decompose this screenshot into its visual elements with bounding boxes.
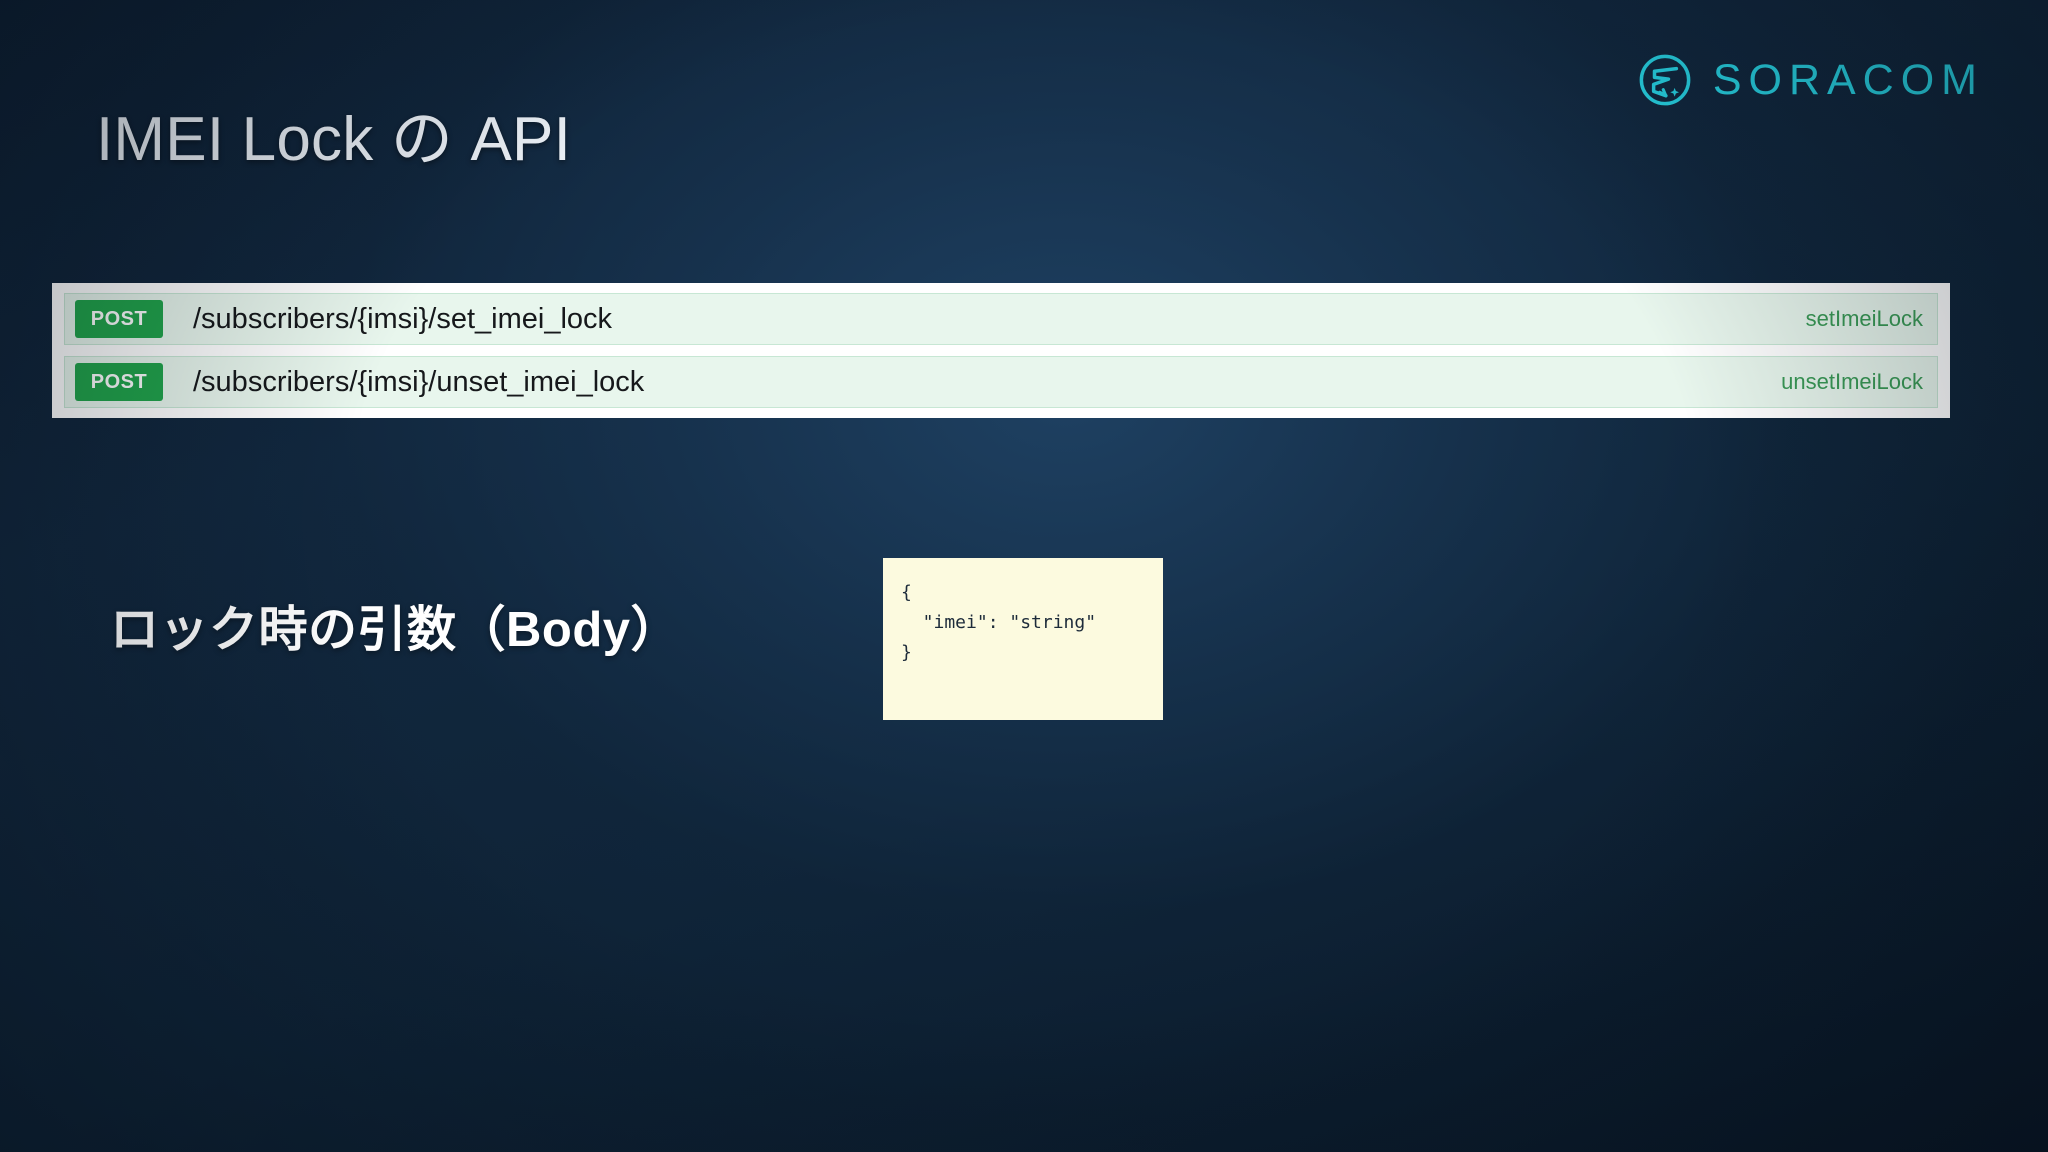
brand-logo: SORACOM xyxy=(1637,52,1984,108)
api-operation-id: setImeiLock xyxy=(1805,306,1923,331)
api-path-label: /subscribers/{imsi}/set_imei_lock xyxy=(193,302,613,335)
soracom-logo-icon xyxy=(1639,54,1691,106)
body-section-label: ロック時の引数（Body） xyxy=(110,603,681,657)
api-endpoint-row[interactable]: POST /subscribers/{imsi}/set_imei_lock s… xyxy=(64,293,1938,345)
http-method-badge: POST xyxy=(75,300,163,338)
api-path-label: /subscribers/{imsi}/unset_imei_lock xyxy=(193,365,645,398)
request-body-code-block: { "imei": "string" } xyxy=(883,558,1163,720)
brand-wordmark: SORACOM xyxy=(1712,55,1984,104)
api-endpoint-row[interactable]: POST /subscribers/{imsi}/unset_imei_lock… xyxy=(64,356,1938,408)
http-method-badge: POST xyxy=(75,363,163,401)
api-operation-id: unsetImeiLock xyxy=(1781,369,1923,394)
api-endpoint-panel: POST /subscribers/{imsi}/set_imei_lock s… xyxy=(52,283,1950,418)
page-title: IMEI Lock の API xyxy=(96,104,572,174)
